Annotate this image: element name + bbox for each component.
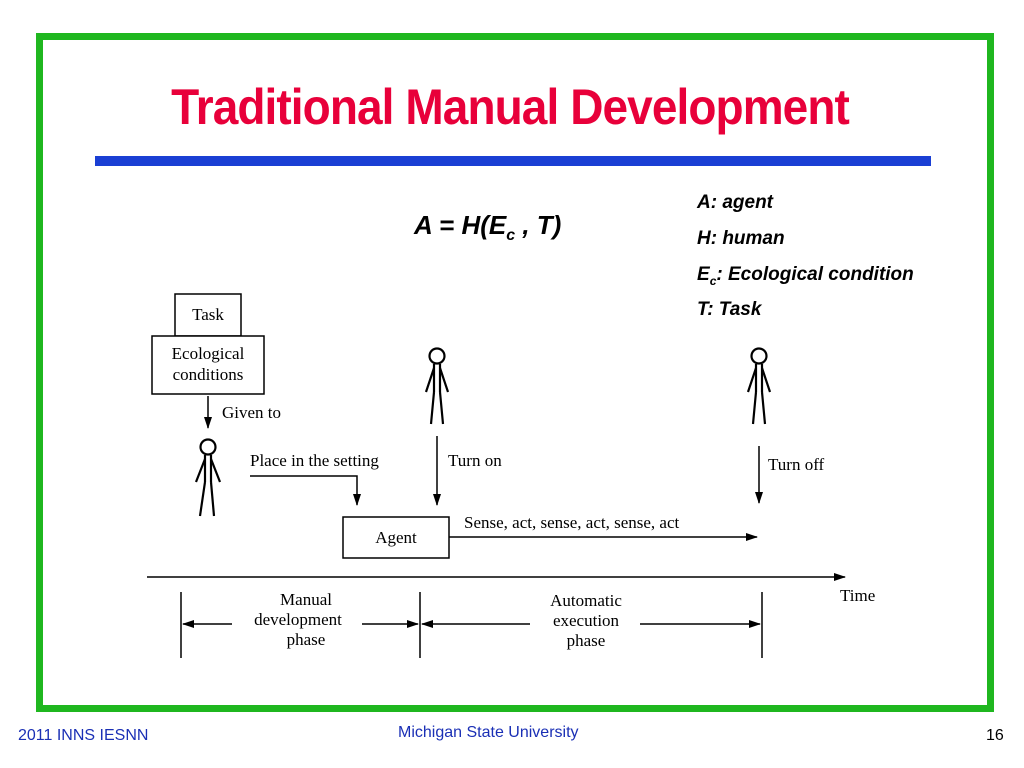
page-number: 16	[986, 727, 1004, 744]
time-label: Time	[840, 586, 875, 605]
place-arrow	[250, 475, 361, 506]
ecological-label-1: Ecological	[172, 344, 245, 363]
turn-off-label: Turn off	[768, 455, 825, 474]
ecological-box	[151, 335, 265, 395]
footer-conference: 2011 INNS IESNN	[18, 727, 149, 744]
formula-sub: c	[506, 227, 516, 245]
formula-suffix: , T)	[515, 210, 562, 240]
place-label: Place in the setting	[250, 451, 379, 470]
legend-item: Ec: Ecological condition	[697, 263, 914, 288]
task-label: Task	[192, 305, 224, 324]
turn-on-label: Turn on	[448, 451, 502, 470]
title-underline	[95, 156, 931, 166]
auto-label-2: execution	[553, 611, 620, 630]
given-to-label: Given to	[222, 403, 281, 422]
formula-prefix: A = H(E	[414, 210, 507, 240]
human-icon	[746, 347, 772, 425]
task-box	[174, 293, 242, 337]
agent-label: Agent	[375, 528, 417, 547]
formula: A = H(Ec , T)	[414, 210, 561, 245]
ecological-label-2: conditions	[173, 365, 244, 384]
human-icon	[194, 438, 222, 517]
manual-label-3: phase	[287, 630, 326, 649]
legend-item: A: agent	[697, 192, 773, 213]
manual-label-2: development	[254, 610, 342, 629]
footer-university: Michigan State University	[398, 724, 579, 741]
slide-frame	[36, 33, 994, 712]
sense-act-label: Sense, act, sense, act, sense, act	[464, 513, 680, 532]
auto-label-3: phase	[567, 631, 606, 650]
human-icon	[424, 347, 450, 425]
legend-item: H: human	[697, 227, 785, 249]
slide-title: Traditional Manual Development	[171, 79, 850, 135]
legend: A: agent H: human Ec: Ecological conditi…	[697, 188, 914, 331]
legend-item: T: Task	[697, 299, 762, 321]
auto-label-1: Automatic	[550, 591, 622, 610]
manual-label-1: Manual	[280, 590, 332, 609]
